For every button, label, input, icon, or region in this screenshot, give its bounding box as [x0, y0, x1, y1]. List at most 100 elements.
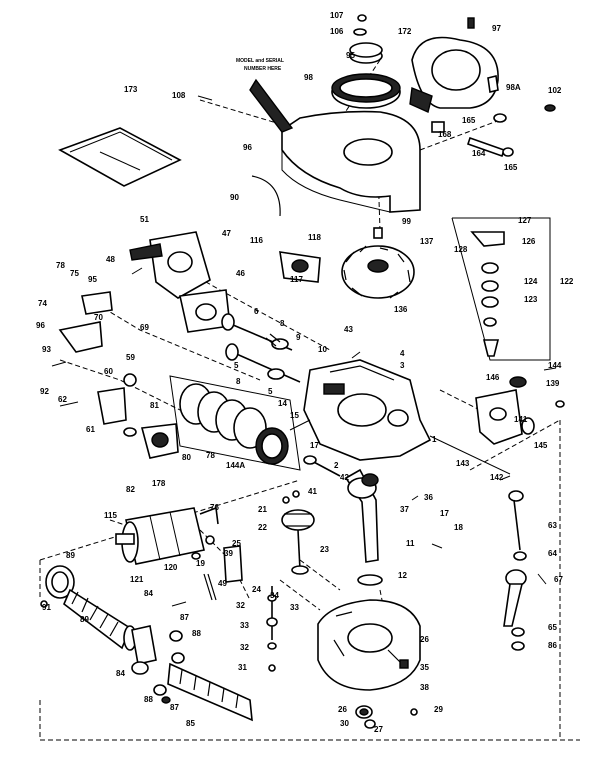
part-label: 139 [546, 379, 560, 388]
part-label: 21 [258, 505, 267, 514]
part-label: 15 [290, 411, 299, 420]
part-label: 107 [330, 11, 344, 20]
control-bracket [429, 376, 565, 475]
head-gaskets [169, 375, 301, 471]
part-label: 42 [340, 473, 349, 482]
part-label: 78 [56, 261, 65, 270]
part-label: 108 [172, 91, 186, 100]
part-label: 142 [490, 473, 504, 482]
part-label: 95 [88, 275, 97, 284]
part-label: 8 [236, 377, 241, 386]
part-label: 121 [130, 575, 144, 584]
part-label: 128 [454, 245, 468, 254]
part-label: 106 [330, 27, 344, 36]
part-label: 126 [522, 237, 536, 246]
part-label: 117 [290, 275, 303, 284]
part-label: 38 [420, 683, 429, 692]
part-label: 123 [524, 295, 538, 304]
part-label: 172 [398, 27, 412, 36]
part-label: 8 [280, 319, 285, 328]
small-parts-upper-right [431, 75, 556, 158]
part-label: 18 [454, 523, 463, 532]
part-label: 64 [548, 549, 557, 558]
part-label: 37 [400, 505, 409, 514]
starter-cup [331, 14, 401, 109]
part-label: 91 [42, 603, 51, 612]
part-label: 96 [36, 321, 45, 330]
part-label: 93 [42, 345, 51, 354]
part-label: 144A [226, 461, 245, 470]
part-label: 3 [400, 361, 405, 370]
part-label: 75 [70, 269, 79, 278]
part-label: 86 [548, 641, 557, 650]
part-label: 39 [224, 549, 233, 558]
governor-linkage [58, 291, 179, 459]
muffler [115, 506, 219, 565]
part-label: 165 [462, 116, 476, 125]
spark-plug-kit-box [451, 217, 551, 361]
part-label: 9 [296, 333, 301, 342]
part-label: 34 [270, 591, 279, 600]
part-label: 5 [234, 361, 239, 370]
part-label: 85 [186, 719, 195, 728]
owners-manual [58, 127, 182, 187]
part-label: 48 [106, 255, 115, 264]
part-label: 67 [554, 575, 563, 584]
part-label: 96 [243, 143, 252, 152]
air-filter-hose [40, 565, 137, 651]
flywheel [341, 227, 415, 299]
part-label: 29 [434, 705, 443, 714]
part-label: 99 [402, 217, 411, 226]
part-label: 95 [346, 51, 355, 60]
part-label: 178 [152, 479, 166, 488]
note-line-1: MODEL and SERIAL [236, 58, 284, 64]
part-label: 59 [126, 353, 135, 362]
part-label: 17 [440, 509, 449, 518]
part-label: 23 [320, 545, 329, 554]
part-label: 32 [240, 643, 249, 652]
part-label: 33 [240, 621, 249, 630]
part-label: 146 [486, 373, 500, 382]
part-label: 89 [66, 551, 75, 560]
valve-set [221, 313, 301, 383]
part-label: 62 [58, 395, 67, 404]
part-label: 145 [534, 441, 548, 450]
part-label: 27 [374, 725, 383, 734]
part-label: 26 [420, 635, 429, 644]
part-label: 90 [230, 193, 239, 202]
part-label: 22 [258, 523, 267, 532]
part-label: 70 [94, 313, 103, 322]
part-label: 88 [144, 695, 153, 704]
carburetor-assembly [129, 231, 321, 333]
part-label: 30 [340, 719, 349, 728]
part-label: 173 [124, 85, 138, 94]
part-label: 84 [116, 669, 125, 678]
part-label: 76 [210, 503, 219, 512]
part-label: 63 [548, 521, 557, 530]
part-label: 74 [38, 299, 47, 308]
part-label: 46 [236, 269, 245, 278]
part-label: 97 [492, 24, 501, 33]
part-label: 87 [170, 703, 179, 712]
blower-housing [249, 78, 421, 213]
part-label: 82 [126, 485, 135, 494]
crankshaft [303, 455, 379, 563]
governor-shaft [266, 586, 278, 672]
part-label: 1 [432, 435, 437, 444]
part-label: 24 [252, 585, 261, 594]
dipstick-assembly [503, 490, 547, 651]
part-label: 118 [308, 233, 321, 242]
lower-left-parts [131, 625, 253, 722]
part-label: 127 [518, 216, 532, 225]
part-label: 120 [164, 563, 178, 572]
part-label: 116 [250, 236, 263, 245]
part-label: 35 [420, 663, 429, 672]
governor-gear [281, 490, 315, 575]
part-label: 89 [80, 615, 89, 624]
part-label: 25 [232, 539, 241, 548]
part-label: 61 [86, 425, 95, 434]
lower-brackets [191, 535, 243, 601]
